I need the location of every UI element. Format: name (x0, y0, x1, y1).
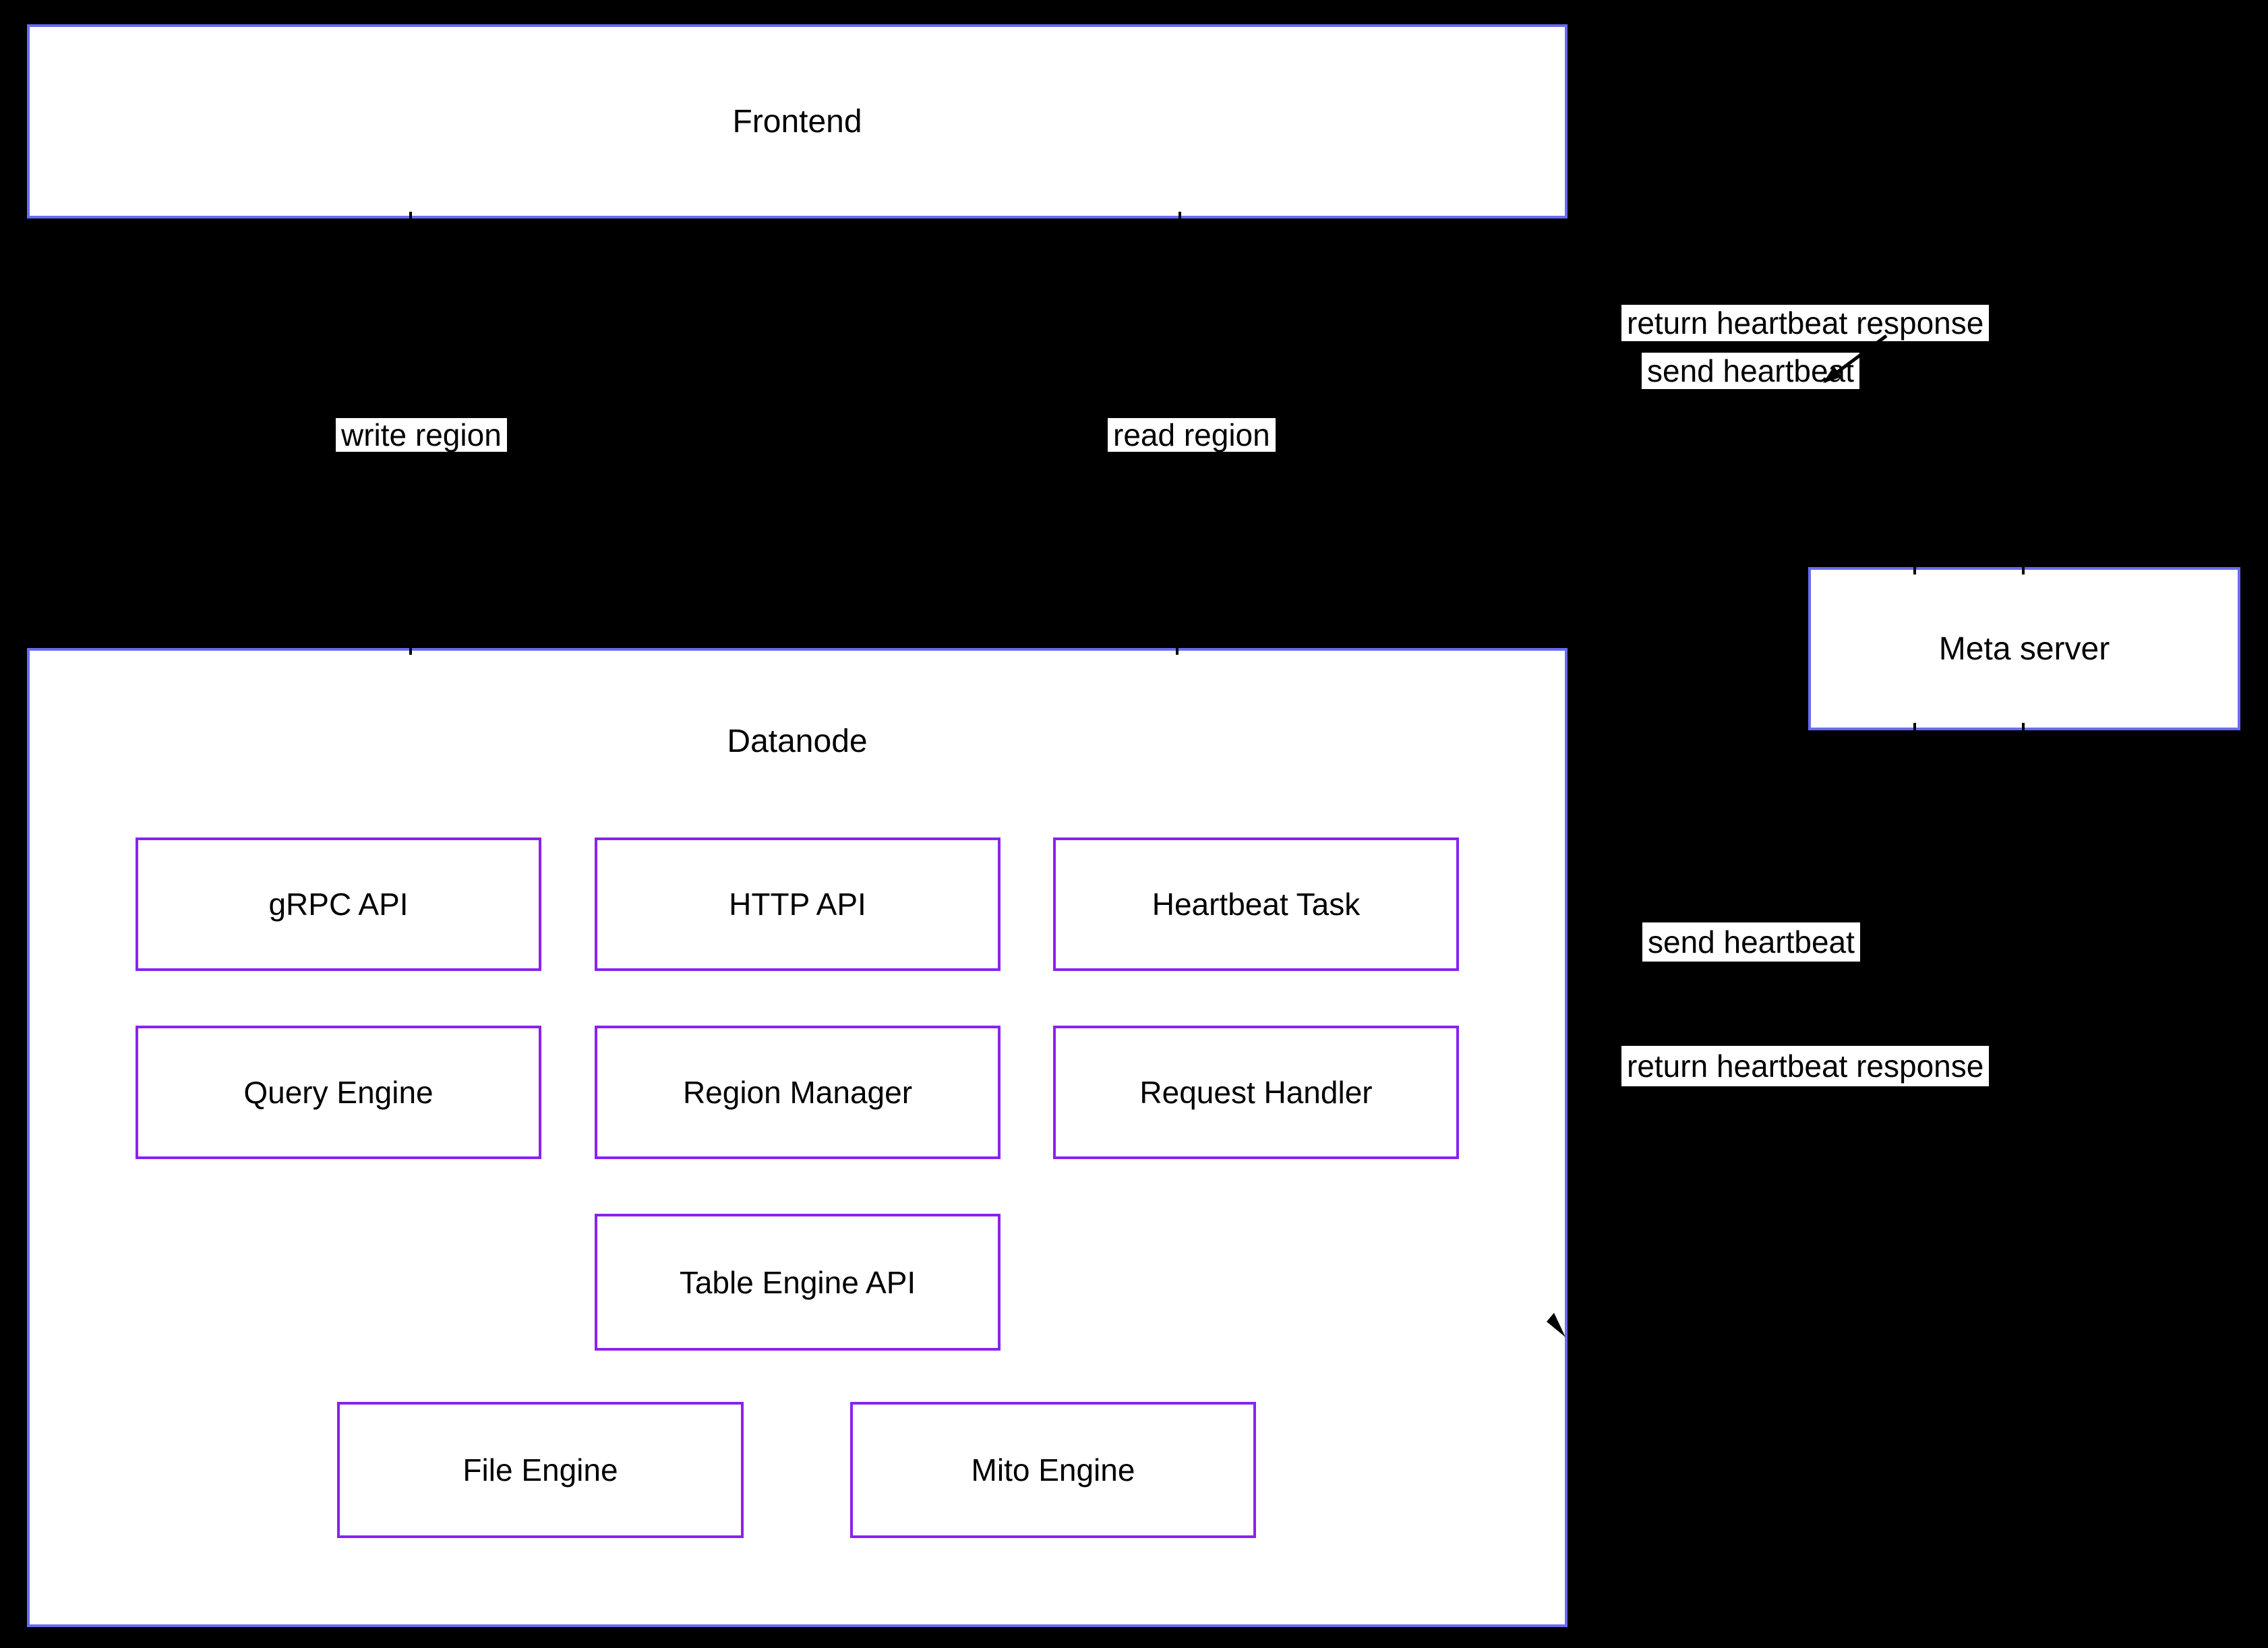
component-request-handler: Request Handler (1053, 1026, 1459, 1159)
component-http-api: HTTP API (595, 837, 1001, 971)
edge-label-return-heartbeat-response-top: return heartbeat response (1621, 305, 1990, 341)
grpc-api-label: gRPC API (268, 887, 409, 922)
region-manager-label: Region Manager (682, 1075, 913, 1110)
frontend-node: Frontend (27, 24, 1568, 218)
component-mito-engine: Mito Engine (850, 1402, 1256, 1538)
query-engine-label: Query Engine (243, 1075, 434, 1110)
component-table-engine-api: Table Engine API (595, 1214, 1001, 1351)
component-region-manager: Region Manager (595, 1026, 1001, 1159)
component-grpc-api: gRPC API (136, 837, 541, 971)
component-query-engine: Query Engine (136, 1026, 541, 1159)
edge-label-write-region: write region (336, 417, 507, 452)
meta-server-node: Meta server (1808, 567, 2240, 730)
datanode-label: Datanode (727, 724, 868, 759)
frontend-label: Frontend (732, 103, 862, 140)
heartbeat-task-label: Heartbeat Task (1152, 887, 1361, 922)
mito-engine-label: Mito Engine (971, 1452, 1135, 1488)
edge-label-return-heartbeat-response-right: return heartbeat response (1621, 1046, 1990, 1086)
meta-server-label: Meta server (1938, 630, 2110, 667)
edge-label-read-region: read region (1108, 417, 1276, 452)
component-heartbeat-task: Heartbeat Task (1053, 837, 1459, 971)
file-engine-label: File Engine (462, 1452, 618, 1488)
edge-label-send-heartbeat-top: send heartbeat (1642, 353, 1859, 389)
edge-label-send-heartbeat-right: send heartbeat (1642, 922, 1860, 962)
http-api-label: HTTP API (729, 887, 866, 922)
table-engine-api-label: Table Engine API (679, 1264, 916, 1300)
request-handler-label: Request Handler (1139, 1075, 1373, 1110)
component-file-engine: File Engine (337, 1402, 744, 1538)
